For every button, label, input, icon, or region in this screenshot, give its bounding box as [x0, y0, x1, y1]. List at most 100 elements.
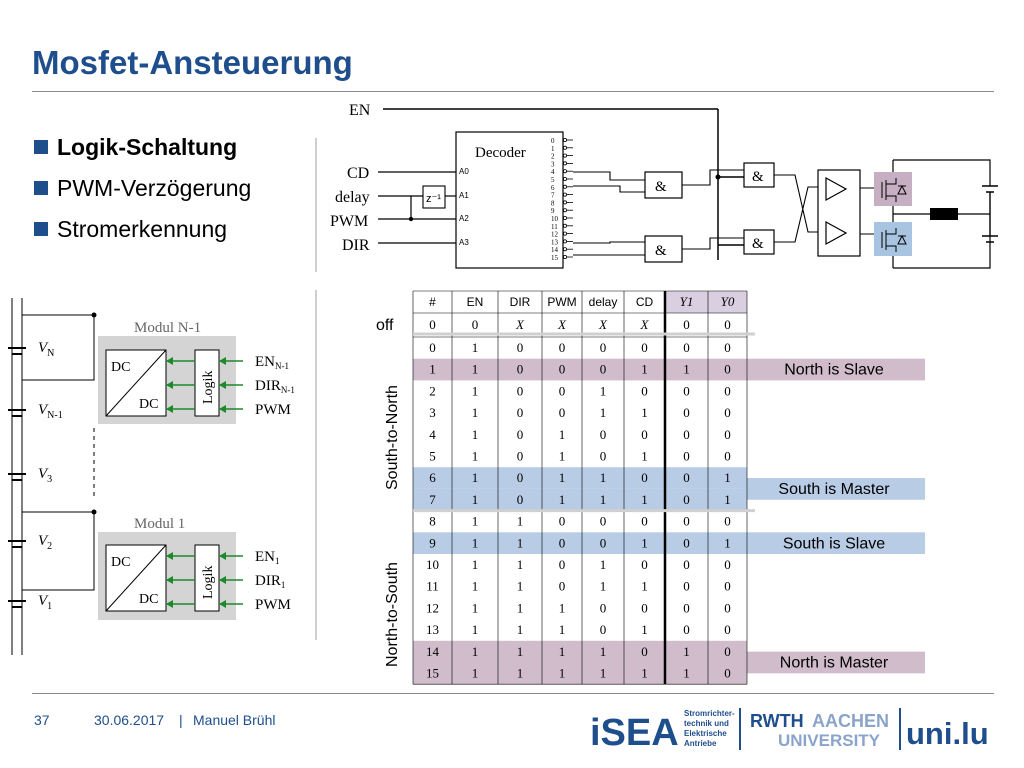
table-cell: 1: [472, 340, 479, 355]
arrow-icon: [219, 405, 226, 413]
table-cell: 1: [600, 492, 607, 507]
table-cell: 1: [600, 666, 607, 681]
row-highlight: [413, 488, 747, 511]
table-cell: 0: [724, 666, 731, 681]
dc-label: DC: [111, 555, 130, 570]
table-cell: 0: [724, 449, 731, 464]
decoder-output-label: 5: [551, 176, 555, 184]
off-row-cell: X: [598, 317, 608, 332]
footer-date: 30.06.2017: [94, 712, 165, 728]
table-cell: 1: [472, 362, 479, 377]
voltage-label: VN: [38, 340, 54, 359]
delay-block: [422, 185, 446, 209]
table-cell: 0: [724, 622, 731, 637]
table-cell: 0: [724, 600, 731, 615]
rwth-logo: RWTH: [750, 711, 804, 731]
table-cell: 1: [559, 666, 566, 681]
decoder-output-pin: [563, 200, 568, 205]
arrow-icon: [166, 357, 173, 365]
off-row-cell: X: [557, 317, 567, 332]
table-cell: 4: [429, 427, 436, 442]
table-cell: 14: [426, 644, 440, 659]
decoder-output-pin: [563, 223, 568, 228]
module-bottom-signal-label: PWM: [255, 597, 291, 613]
table-cell: 0: [600, 362, 607, 377]
and-gate-3-label: &: [752, 169, 764, 185]
decoder-addr-label: A0: [459, 167, 469, 176]
decoder-output-pin: [563, 137, 568, 142]
arrow-icon: [219, 552, 226, 560]
table-cell: 1: [472, 470, 479, 485]
table-cell: 0: [641, 470, 648, 485]
table-cell: 10: [426, 557, 439, 572]
table-cell: 1: [517, 644, 524, 659]
table-cell: 0: [600, 600, 607, 615]
arrow-icon: [219, 576, 226, 584]
table-cell: 1: [472, 666, 479, 681]
table-cell: 0: [429, 340, 436, 355]
table-cell: 1: [600, 383, 607, 398]
decoder-addr-label: A3: [459, 238, 469, 247]
delay-label: delay: [335, 189, 370, 206]
dc-label: DC: [111, 360, 130, 375]
row-highlight: [413, 662, 747, 685]
table-cell: 0: [683, 557, 690, 572]
table-cell: 0: [559, 362, 566, 377]
table-cell: 0: [683, 535, 690, 550]
decoder-output-pin: [563, 145, 568, 150]
and-gate-2: [644, 235, 683, 263]
arrow-icon: [166, 576, 173, 584]
logik-label: Logik: [201, 371, 216, 404]
off-row-cell: 0: [683, 317, 690, 332]
table-cell: 0: [724, 405, 731, 420]
decoder-addr-label: A1: [459, 191, 469, 200]
table-cell: 1: [472, 449, 479, 464]
and-gate-1: [644, 171, 683, 199]
bullet-square-icon: [34, 181, 48, 195]
highlight-band: [747, 358, 925, 381]
bullet-label: Logik-Schaltung: [57, 134, 238, 160]
table-cell: 0: [641, 557, 648, 572]
table-cell: 0: [641, 427, 648, 442]
table-cell: 1: [472, 600, 479, 615]
bullet-label: Stromerkennung: [57, 216, 228, 242]
table-cell: 1: [559, 470, 566, 485]
module-top-signal-label: ENN-1: [255, 354, 289, 371]
table-cell: 0: [600, 535, 607, 550]
off-row-cell: 0: [472, 317, 479, 332]
bullet-logik: Logik-Schaltung: [34, 130, 251, 171]
module-bottom-signal-label: EN1: [255, 549, 280, 566]
decoder-output-pin: [563, 247, 568, 252]
decoder-output-pin: [563, 176, 568, 181]
table-cell: 0: [517, 470, 524, 485]
table-cell: 1: [472, 492, 479, 507]
table-cell: 0: [724, 362, 731, 377]
table-cell: 0: [641, 514, 648, 529]
table-cell: 1: [472, 644, 479, 659]
table-cell: 1: [517, 514, 524, 529]
highlight-label: South is Slave: [783, 535, 885, 552]
group-south-to-north: South-to-North: [384, 385, 401, 490]
table-cell: 1: [724, 492, 731, 507]
decoder-output-label: 3: [551, 160, 555, 168]
highlight-label: North is Master: [780, 655, 889, 672]
arrow-icon: [166, 405, 173, 413]
unilu-logo: uni.lu: [906, 716, 989, 751]
table-cell: 0: [683, 600, 690, 615]
table-cell: 0: [683, 470, 690, 485]
table-cell: 1: [683, 362, 690, 377]
voltage-label: VN-1: [38, 402, 63, 421]
table-cell: 3: [429, 405, 436, 420]
decoder-output-label: 10: [551, 215, 559, 223]
decoder-output-label: 12: [551, 231, 559, 239]
isea-sub: technik und: [684, 719, 729, 728]
footer-separator: |: [179, 712, 183, 728]
table-cell: 0: [600, 427, 607, 442]
and-gate-4: [743, 229, 775, 255]
pwm-label: PWM: [330, 213, 368, 230]
table-cell: 1: [641, 492, 648, 507]
top-divider: [32, 91, 994, 92]
table-header: Y0: [721, 294, 735, 309]
table-cell: 1: [724, 535, 731, 550]
decoder-output-pin: [563, 192, 568, 197]
